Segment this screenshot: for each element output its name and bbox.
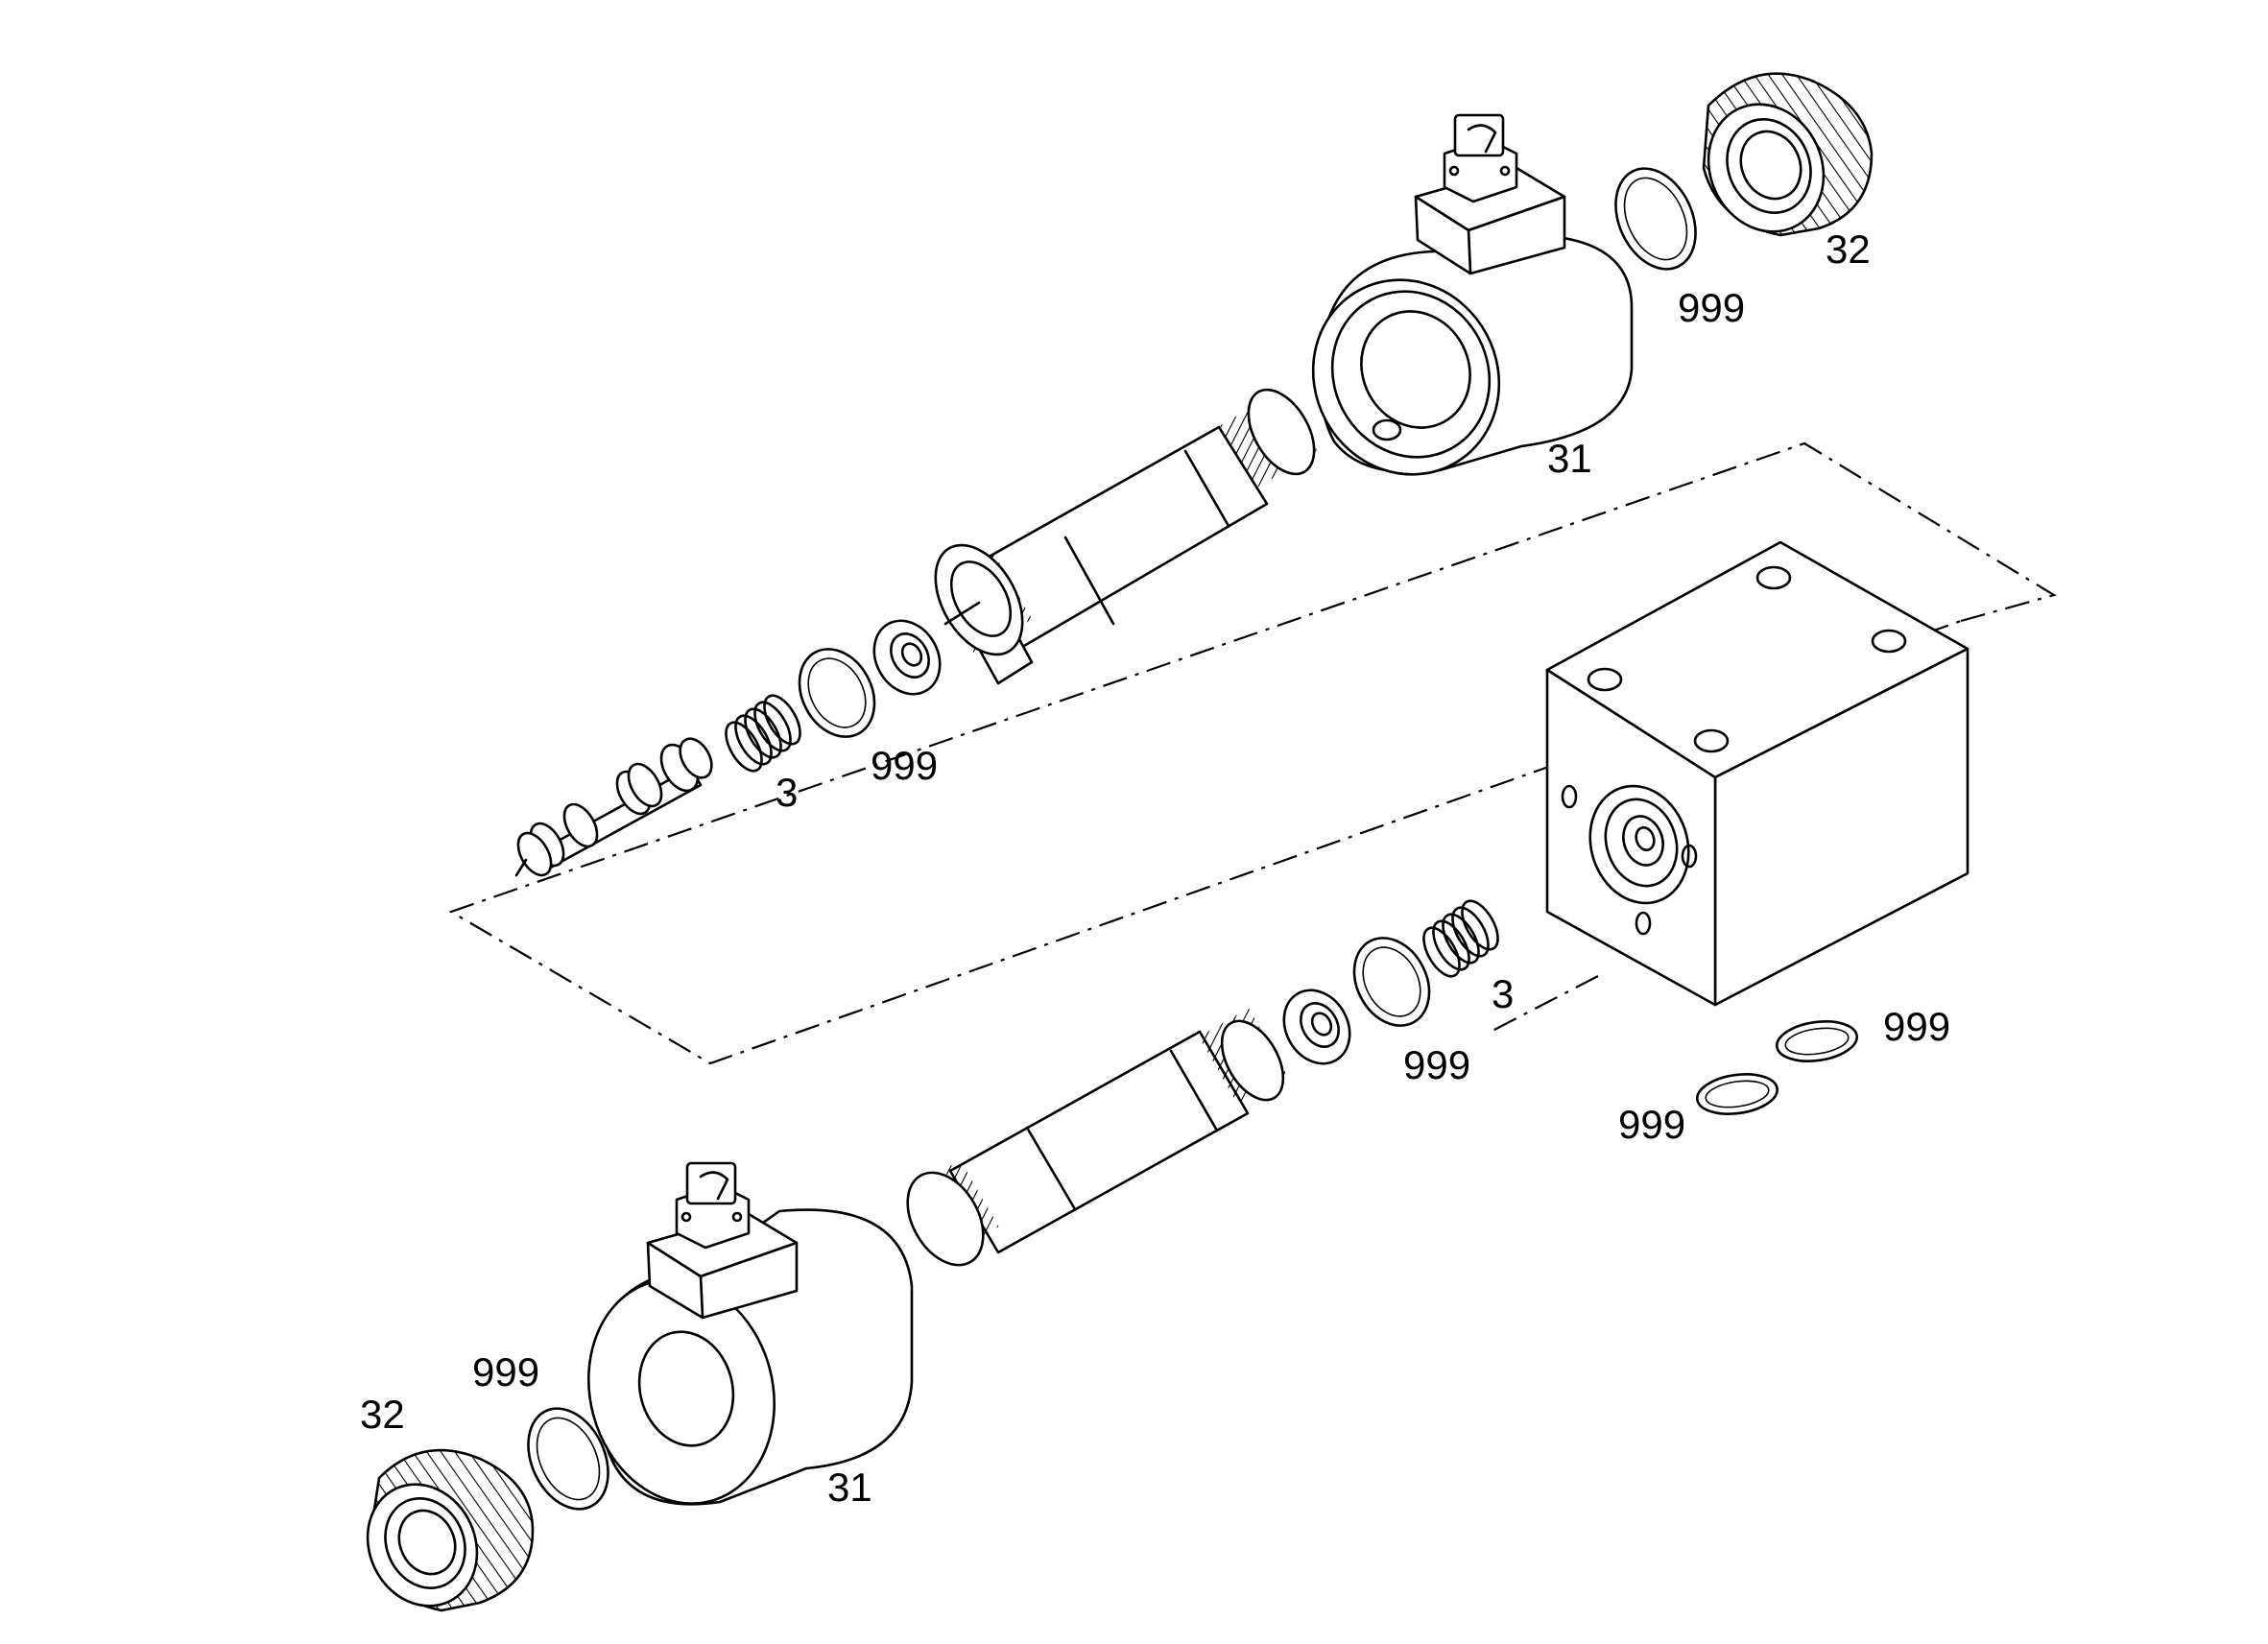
o-ring-lower-small (1352, 937, 1431, 1027)
label-coil-lower: 31 (827, 1465, 872, 1510)
label-o-ring-block-left: 999 (1618, 1102, 1685, 1147)
o-ring-block-right (1776, 1020, 1858, 1062)
solenoid-coil-lower (586, 1161, 914, 1506)
label-nut-upper: 32 (1826, 226, 1871, 272)
spring-upper (725, 694, 801, 773)
label-coil-upper: 31 (1547, 436, 1592, 481)
label-nut-lower: 32 (360, 1392, 405, 1437)
spring-lower (1422, 899, 1499, 978)
knurled-nut-upper (1702, 72, 1874, 237)
armature-tube-upper (934, 388, 1319, 685)
armature-tube-lower (906, 1008, 1287, 1267)
knurled-nut-lower (366, 1448, 535, 1612)
o-ring-lower-coil (527, 1407, 609, 1511)
o-ring-upper-coil (1614, 167, 1697, 271)
label-spring-upper: 3 (776, 770, 798, 815)
seal-washer-lower (1282, 989, 1351, 1065)
spool-valve (514, 737, 713, 877)
label-seal-upper: 999 (871, 743, 938, 788)
label-spring-lower: 3 (1492, 971, 1514, 1016)
assembly-path-outline (448, 441, 2057, 1065)
assembly-path-line (1490, 975, 1599, 1033)
solenoid-coil-upper (1311, 113, 1634, 476)
label-o-ring-lower-coil: 999 (472, 1349, 539, 1394)
valve-block (1545, 540, 1970, 1007)
o-ring-block-left (1696, 1073, 1779, 1115)
label-o-ring-block-right: 999 (1883, 1004, 1950, 1049)
o-ring-upper-small (798, 648, 876, 738)
seal-washer-upper (872, 619, 942, 696)
label-o-ring-upper-coil: 999 (1678, 285, 1745, 330)
label-seal-lower: 999 (1403, 1042, 1470, 1087)
